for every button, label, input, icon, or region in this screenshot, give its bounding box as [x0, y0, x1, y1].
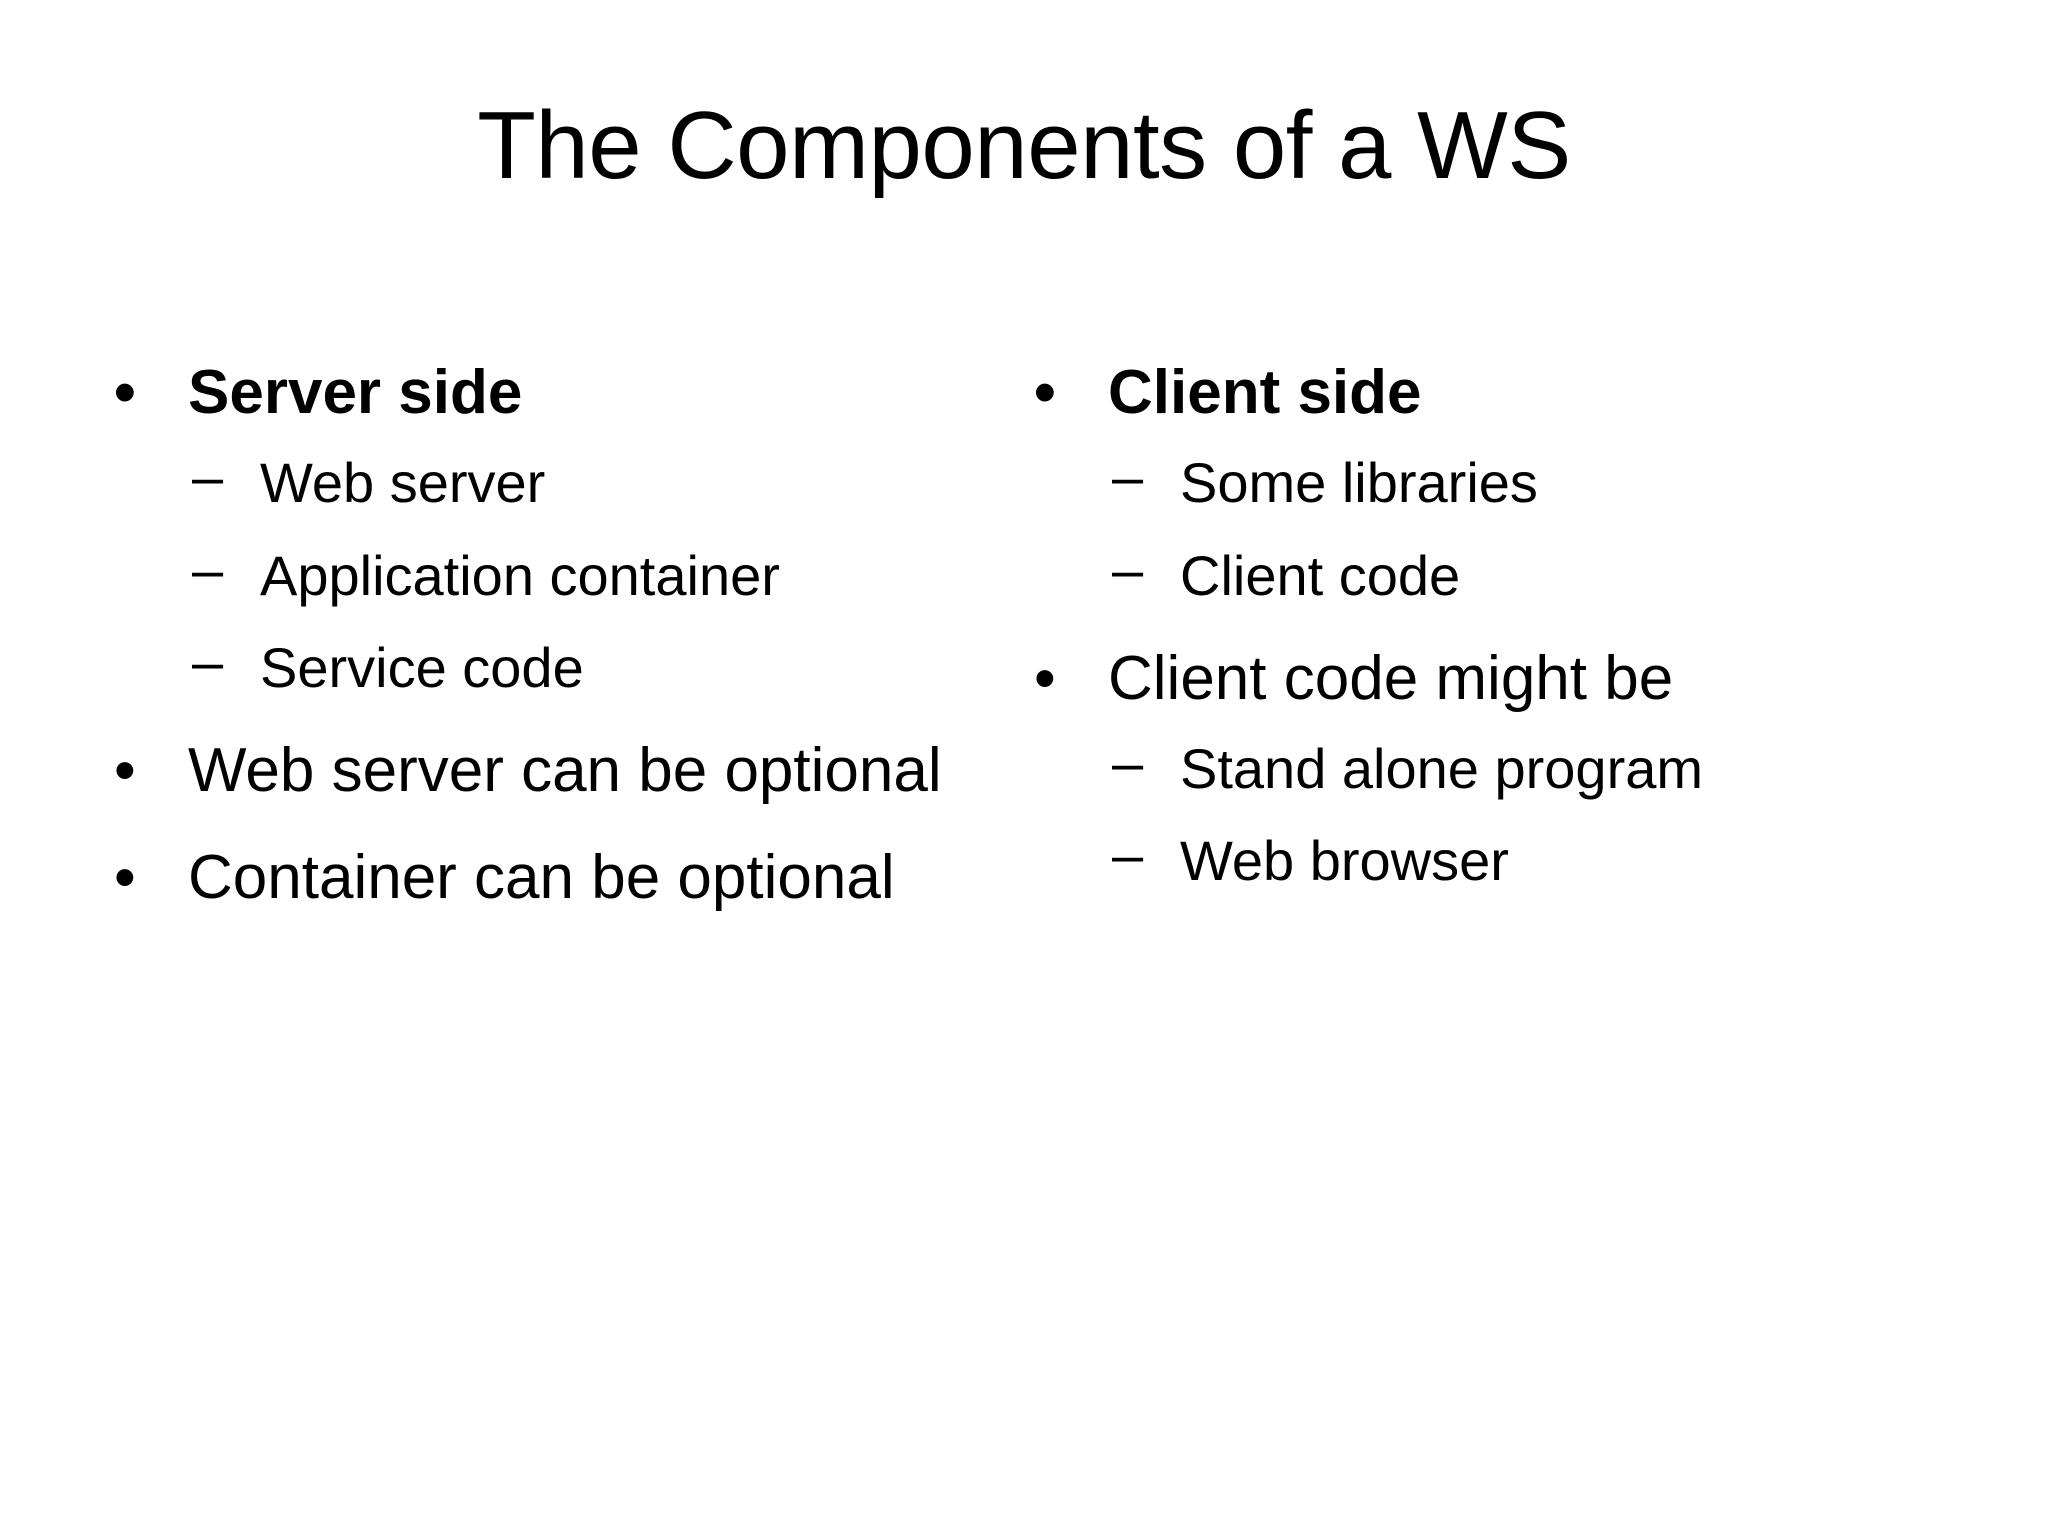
content-column-right: • Client side – Some libraries – Client …: [950, 356, 1960, 922]
sub-bullet-group-server-side: – Web server – Application container – S…: [110, 445, 950, 700]
bullet-disc-icon: •: [114, 736, 136, 806]
sub-bullet-label: Stand alone program: [1180, 737, 1704, 801]
bullet-label: Client side: [1108, 358, 1422, 427]
bullet-disc-icon: •: [1034, 643, 1056, 713]
bullet-disc-icon: •: [1034, 358, 1056, 427]
bullet-container-optional: • Container can be optional: [110, 841, 950, 914]
bullet-dash-icon: –: [192, 445, 224, 509]
sub-bullet-group-client-side: – Some libraries – Client code: [1030, 445, 1960, 608]
bullet-client-side: • Client side: [1030, 356, 1960, 429]
sub-bullet-group-client-code-kinds: – Stand alone program – Web browser: [1030, 731, 1960, 894]
bullet-disc-icon: •: [114, 843, 136, 913]
bullet-label: Web server can be optional: [188, 736, 942, 806]
sub-bullet-application-container: – Application container: [110, 538, 950, 608]
sub-bullet-stand-alone-program: – Stand alone program: [1030, 731, 1960, 801]
sub-bullet-client-code: – Client code: [1030, 538, 1960, 608]
bullet-label: Client code might be: [1108, 643, 1674, 713]
sub-bullet-label: Client code: [1180, 543, 1461, 607]
bullet-disc-icon: •: [114, 358, 136, 427]
bullet-dash-icon: –: [192, 629, 224, 693]
page-title: The Components of a WS: [477, 92, 1571, 199]
sub-bullet-label: Web browser: [1180, 829, 1509, 893]
bullet-label: Server side: [188, 358, 523, 427]
sub-bullet-some-libraries: – Some libraries: [1030, 445, 1960, 515]
bullet-label: Container can be optional: [188, 843, 895, 913]
sub-bullet-label: Some libraries: [1180, 451, 1538, 515]
bullet-dash-icon: –: [1112, 445, 1144, 509]
bullet-dash-icon: –: [1112, 731, 1144, 795]
sub-bullet-label: Service code: [260, 635, 584, 699]
sub-bullet-service-code: – Service code: [110, 630, 950, 700]
bullet-dash-icon: –: [1112, 537, 1144, 601]
sub-bullet-label: Application container: [260, 543, 780, 607]
sub-bullet-web-browser: – Web browser: [1030, 823, 1960, 893]
content-column-left: • Server side – Web server – Application…: [0, 356, 950, 949]
bullet-server-side: • Server side: [110, 356, 950, 429]
bullet-dash-icon: –: [192, 537, 224, 601]
sub-bullet-label: Web server: [260, 451, 546, 515]
bullet-web-server-optional: • Web server can be optional: [110, 734, 950, 807]
bullet-client-code-might-be: • Client code might be: [1030, 642, 1960, 715]
sub-bullet-web-server: – Web server: [110, 445, 950, 515]
slide-content-body: • Server side – Web server – Application…: [0, 356, 2048, 949]
bullet-dash-icon: –: [1112, 823, 1144, 887]
